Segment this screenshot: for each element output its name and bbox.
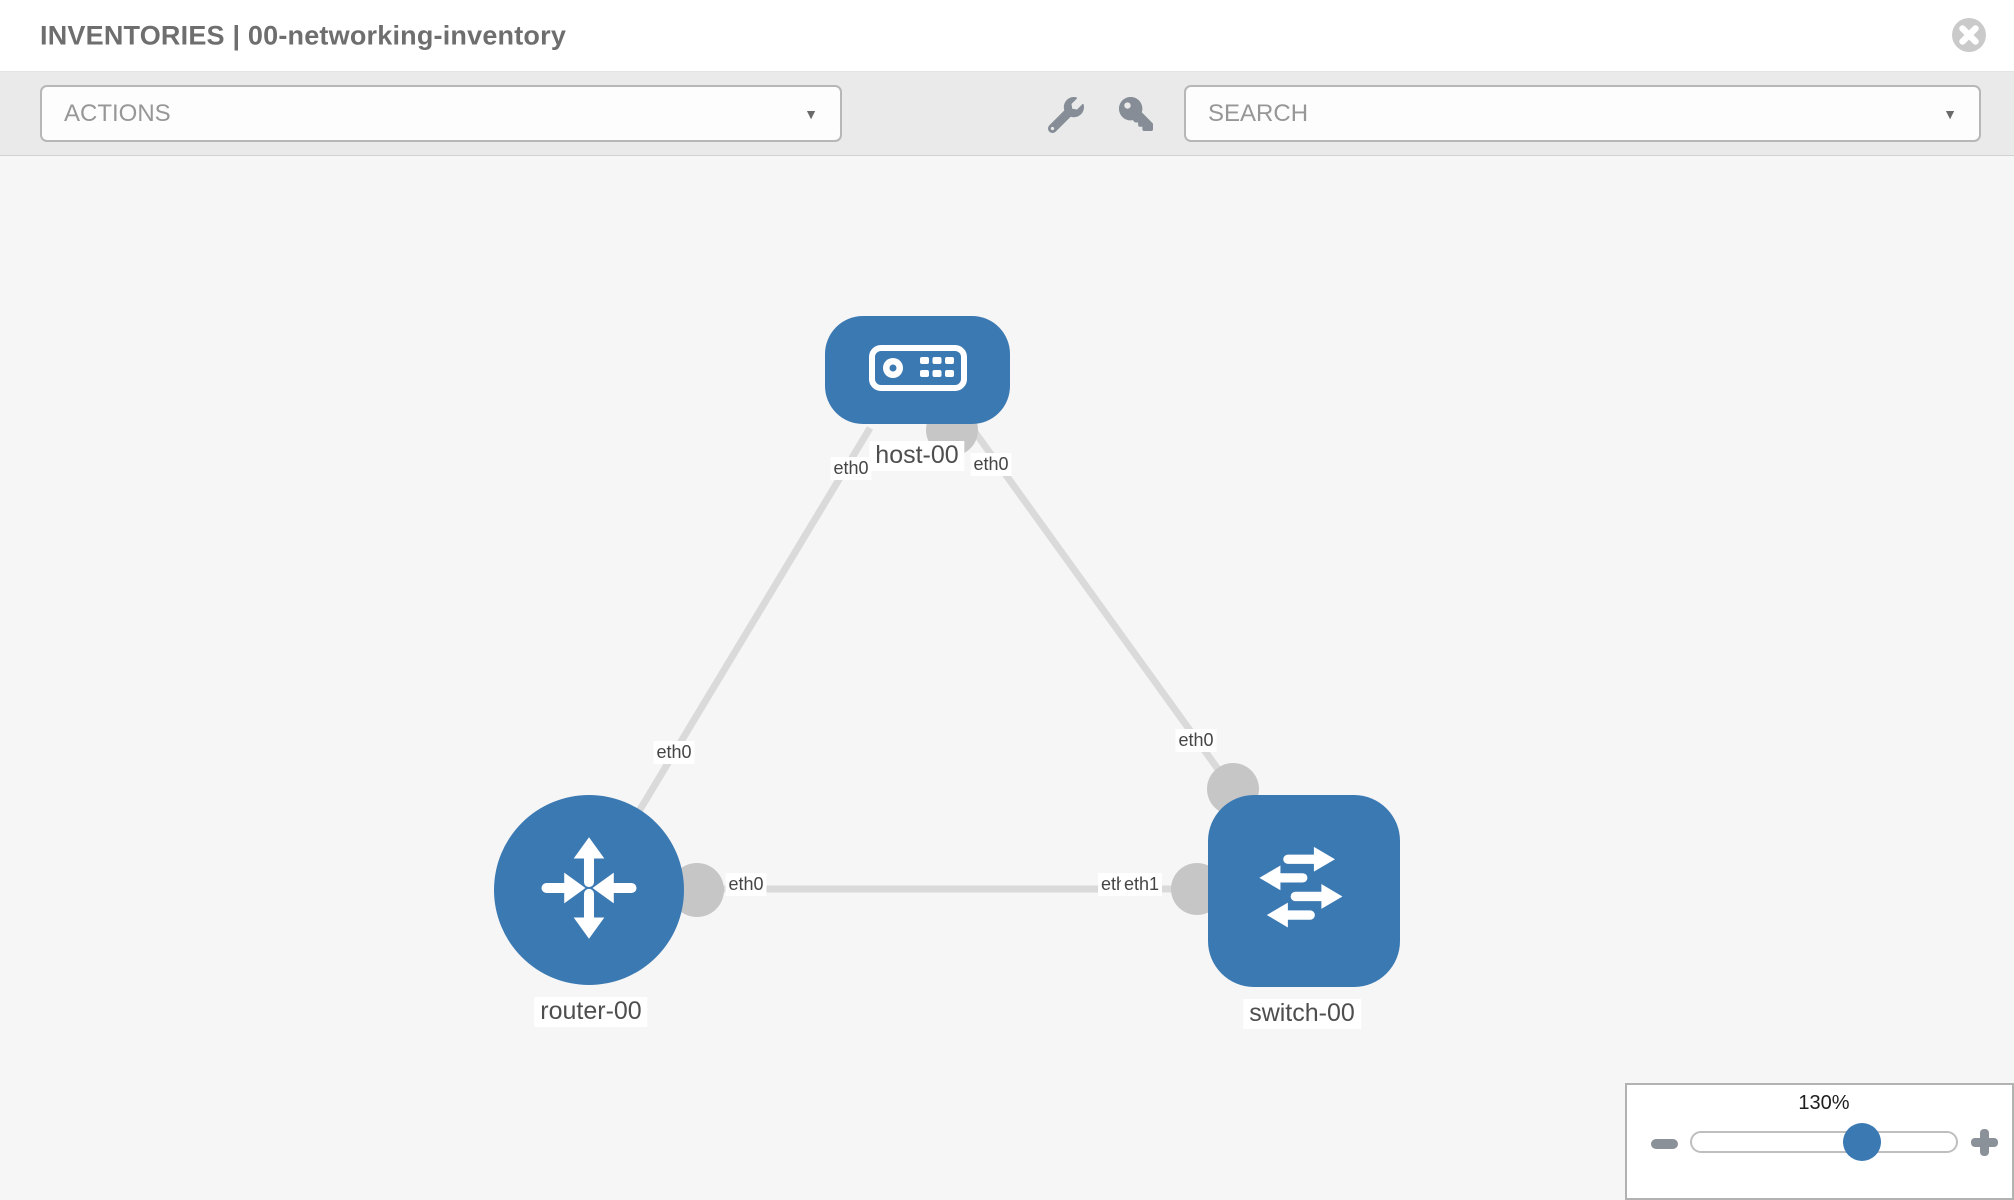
router-arrows-icon [530, 829, 648, 952]
toolbar: ACTIONS ▼ SEARCH ▼ [0, 72, 2014, 156]
node-router-00[interactable] [494, 795, 684, 985]
zoom-in-plus-icon[interactable] [1971, 1129, 1998, 1161]
node-label-switch-00: switch-00 [1243, 999, 1361, 1029]
link-host-router [609, 426, 873, 858]
node-label-host-00: host-00 [869, 441, 965, 471]
zoom-slider-track[interactable] [1690, 1131, 1958, 1153]
zoom-slider-thumb[interactable] [1843, 1123, 1881, 1161]
node-switch-00[interactable] [1208, 795, 1400, 987]
actions-dropdown-label: ACTIONS [64, 99, 171, 127]
wrench-icon[interactable] [1047, 97, 1084, 138]
search-dropdown[interactable]: SEARCH ▼ [1184, 85, 1981, 142]
chevron-down-icon: ▼ [1943, 105, 1957, 122]
actions-dropdown[interactable]: ACTIONS ▼ [40, 85, 842, 142]
server-icon [868, 344, 967, 396]
search-dropdown-label: SEARCH [1208, 99, 1309, 127]
zoom-out-minus-icon[interactable] [1651, 1136, 1678, 1154]
iface-label-switch-eth1: eth1 [1121, 873, 1163, 896]
page-title: INVENTORIES | 00-networking-inventory [40, 20, 567, 50]
chevron-down-icon: ▼ [804, 105, 818, 122]
iface-label-router-eth0-up: eth0 [653, 741, 695, 764]
node-host-00[interactable] [825, 316, 1010, 424]
zoom-control-panel: 130% [1625, 1083, 2014, 1200]
switch-arrows-icon [1242, 827, 1366, 956]
iface-label-router-eth0-mid: eth0 [725, 873, 767, 896]
header: INVENTORIES | 00-networking-inventory [0, 0, 2014, 72]
iface-label-switch-eth0-up: eth0 [1175, 729, 1217, 752]
iface-label-host-eth0-left: eth0 [830, 457, 872, 480]
zoom-level-value: 130% [1798, 1092, 1850, 1114]
key-icon[interactable] [1119, 97, 1153, 136]
close-icon[interactable] [1950, 16, 1988, 54]
iface-label-host-eth0-right: eth0 [970, 453, 1012, 476]
node-label-router-00: router-00 [534, 997, 648, 1027]
